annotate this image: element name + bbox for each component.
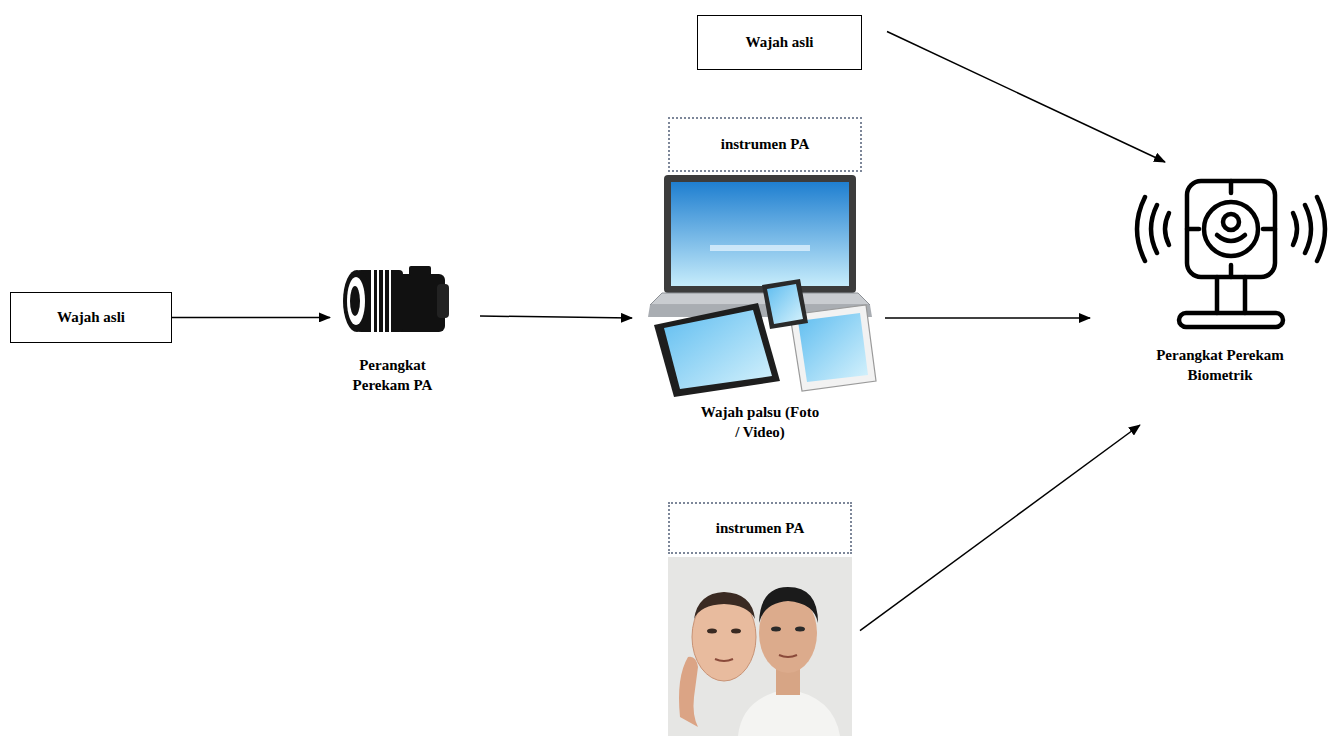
icon-tick xyxy=(1229,181,1234,193)
signal-arc xyxy=(1165,213,1169,245)
camera-icon xyxy=(335,262,455,340)
recorder-device: Perangkat Perekam PA xyxy=(330,258,455,403)
label-text: Wajah asli xyxy=(746,32,814,52)
label-text: instrumen PA xyxy=(716,518,804,538)
eye xyxy=(771,627,781,632)
dotted-label-box: instrumen PA xyxy=(668,117,862,172)
signal-arc xyxy=(1317,197,1325,261)
laptop xyxy=(648,175,872,317)
mask-hair xyxy=(694,592,755,619)
lens-front xyxy=(343,270,371,332)
icon-strokes xyxy=(1137,181,1325,327)
arrow-connector xyxy=(887,32,1165,163)
biometric-recorder: Perangkat Perekam Biometrik xyxy=(1110,170,1330,400)
devices-illustration xyxy=(640,175,880,400)
lens-ring xyxy=(371,270,374,332)
mask-mouth xyxy=(715,659,733,661)
process-box: Wajah asli xyxy=(10,292,172,343)
signal-arc xyxy=(1293,213,1297,245)
lens-ring xyxy=(377,270,379,332)
face-mask xyxy=(679,592,756,727)
icon-tick xyxy=(1229,265,1234,277)
icon-tick xyxy=(1187,227,1199,232)
hair xyxy=(759,587,818,623)
tablet-screen xyxy=(664,310,772,389)
lens-core xyxy=(350,286,360,316)
icon-smile xyxy=(1217,235,1245,241)
laptop-screen xyxy=(671,182,849,286)
instrument-devices: instrumen PA Wajah palsu (Foto / Video) xyxy=(635,117,885,452)
real-person xyxy=(738,587,840,736)
dotted-label-box: instrumen PA xyxy=(668,502,852,554)
icon-lens xyxy=(1204,202,1258,256)
icon-stand xyxy=(1217,277,1245,313)
laptop-base xyxy=(650,293,870,305)
lens-ring xyxy=(383,270,385,332)
screen-shine xyxy=(710,245,810,251)
photo-background xyxy=(668,557,852,736)
lens-glass xyxy=(347,277,365,325)
process-box: Wajah asli xyxy=(697,15,862,70)
caption-text: Perangkat Perekam Biometrik xyxy=(1138,345,1302,386)
tablet-screen xyxy=(798,313,868,382)
caption-holder: Perangkat Perekam PA xyxy=(330,355,455,396)
phone xyxy=(762,279,808,329)
mask-face xyxy=(692,593,756,681)
phone-frame xyxy=(762,279,808,329)
eye xyxy=(795,627,805,632)
signal-arc xyxy=(1305,205,1311,253)
arrow-connector xyxy=(172,317,330,319)
arrow-connector xyxy=(860,425,1140,631)
camera-grip xyxy=(437,284,449,318)
caption-holder: Wajah palsu (Foto / Video) xyxy=(635,402,885,443)
camera-top xyxy=(409,266,431,276)
icon-housing xyxy=(1187,181,1275,277)
tablet-left xyxy=(654,303,780,397)
laptop-bezel xyxy=(664,175,856,293)
signal-arc xyxy=(1137,197,1145,261)
icon-lens-center xyxy=(1223,214,1239,230)
camera-drawing xyxy=(343,266,449,332)
mask-eye xyxy=(731,629,741,634)
label-text: instrumen PA xyxy=(721,134,809,154)
instrument-mask: instrumen PA xyxy=(660,502,860,736)
label-text: Wajah asli xyxy=(57,307,125,327)
hand xyxy=(679,657,698,727)
signal-arc xyxy=(1151,205,1157,253)
caption-holder: Perangkat Perekam Biometrik xyxy=(1110,345,1330,386)
icon-tick xyxy=(1263,227,1275,232)
shirt xyxy=(738,689,840,736)
biometric-camera-icon xyxy=(1125,175,1330,340)
arrow-connector xyxy=(885,317,1090,319)
mouth xyxy=(779,655,797,657)
lens-ring xyxy=(389,270,391,332)
arrow-connector xyxy=(480,316,632,318)
mask-eye xyxy=(707,629,717,634)
icon-base xyxy=(1179,313,1283,327)
caption-text: Wajah palsu (Foto / Video) xyxy=(698,402,822,443)
mask-photo xyxy=(668,557,852,736)
caption-text: Perangkat Perekam PA xyxy=(331,355,455,396)
tablet-frame xyxy=(654,303,780,397)
phone-screen xyxy=(767,284,803,324)
